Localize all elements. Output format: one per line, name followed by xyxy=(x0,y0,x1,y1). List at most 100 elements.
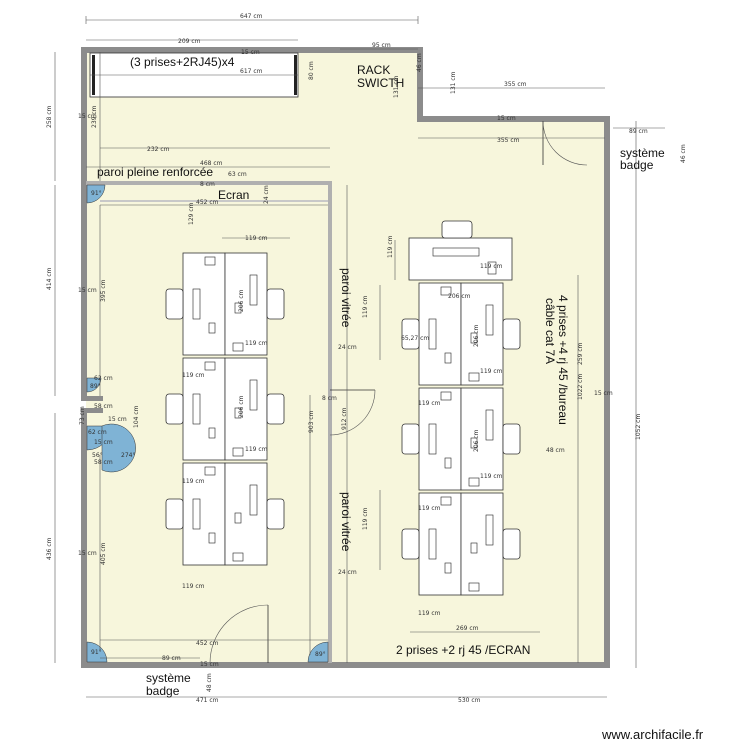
keyboard xyxy=(428,318,437,350)
desk-cluster-left xyxy=(165,252,285,566)
dim-15d: 15 cm xyxy=(78,287,97,294)
door-top-right[interactable] xyxy=(542,120,588,166)
desk xyxy=(418,387,462,491)
mouse xyxy=(444,352,452,364)
dim-206d: 206 cm xyxy=(473,324,480,347)
mouse xyxy=(234,302,242,314)
phone xyxy=(440,391,452,401)
label-badge-bottom-2: badge xyxy=(146,684,180,698)
dim-15c: 15 cm xyxy=(78,113,97,120)
chair xyxy=(502,318,521,350)
desk xyxy=(182,252,226,356)
dim-209: 209 cm xyxy=(178,38,201,45)
dim-15h: 15 cm xyxy=(78,550,97,557)
dim-129: 129 cm xyxy=(188,202,195,225)
dim-89b: 89 cm xyxy=(162,655,181,662)
dim-73: 73 cm xyxy=(79,406,86,425)
label-paroi-pleine: paroi pleine renforcée xyxy=(97,165,213,179)
dim-452a: 452 cm xyxy=(196,199,219,206)
angle-89a: 89° xyxy=(90,383,101,390)
watermark[interactable]: www.archifacile.fr xyxy=(601,727,704,742)
phone xyxy=(232,447,244,457)
dim-405: 405 cm xyxy=(100,542,107,565)
dim-119c: 119 cm xyxy=(182,372,205,379)
dim-903: 903 cm xyxy=(308,410,315,433)
phone xyxy=(232,552,244,562)
mouse xyxy=(444,457,452,469)
phone xyxy=(440,286,452,296)
dim-436: 436 cm xyxy=(46,537,53,560)
dim-8b: 8 cm xyxy=(322,395,337,402)
dim-119a: 119 cm xyxy=(245,235,268,242)
keyboard xyxy=(249,274,258,306)
keyboard xyxy=(485,409,494,441)
dim-80: 80 cm xyxy=(308,61,315,80)
desk xyxy=(224,357,268,461)
screen-desk xyxy=(408,220,513,281)
dim-617: 617 cm xyxy=(240,68,263,75)
dim-46a: 46 cm xyxy=(416,53,423,72)
chair xyxy=(266,498,285,530)
keyboard xyxy=(192,498,201,530)
dim-259: 259 cm xyxy=(577,342,584,365)
keyboard xyxy=(192,288,201,320)
dim-15i: 15 cm xyxy=(200,661,219,668)
inner-walls xyxy=(86,181,332,663)
keyboard xyxy=(485,514,494,546)
dim-269: 269 cm xyxy=(456,625,479,632)
dim-119n: 119 cm xyxy=(362,507,369,530)
dim-119m: 119 cm xyxy=(362,295,369,318)
dim-119g: 119 cm xyxy=(182,583,205,590)
dim-104: 104 cm xyxy=(133,405,140,428)
dim-258: 258 cm xyxy=(46,105,53,128)
keyboard xyxy=(249,484,258,516)
angle-274: 274° xyxy=(121,452,135,459)
door-bottom-center[interactable] xyxy=(209,604,269,664)
keyboard xyxy=(249,379,258,411)
label-badge-top-1: système xyxy=(620,146,665,160)
door-glass-partition[interactable] xyxy=(329,389,376,436)
dimension-lines xyxy=(54,16,665,698)
phone xyxy=(468,477,480,487)
label-paroi-vitree-1: paroi vitrée xyxy=(339,268,353,328)
label-ecran: Ecran xyxy=(218,188,249,202)
chair xyxy=(165,288,184,320)
dim-131a: 131 cm xyxy=(393,75,400,98)
keyboard xyxy=(428,528,437,560)
label-rack: RACK xyxy=(357,63,390,77)
chair xyxy=(401,423,420,455)
desk xyxy=(418,282,462,386)
chair xyxy=(165,393,184,425)
dim-206a: 206 cm xyxy=(448,293,471,300)
angle-91b: 91° xyxy=(91,649,102,656)
chair xyxy=(502,423,521,455)
dim-647: 647 cm xyxy=(240,13,263,20)
dim-452b: 452 cm xyxy=(196,640,219,647)
dim-95: 95 cm xyxy=(372,42,391,49)
mouse xyxy=(208,427,216,439)
desk xyxy=(418,492,462,596)
mouse xyxy=(234,407,242,419)
dim-355b: 355 cm xyxy=(497,137,520,144)
angle-56: 56° xyxy=(92,452,103,459)
chair xyxy=(266,288,285,320)
chair xyxy=(165,498,184,530)
dim-131b: 131 cm xyxy=(450,71,457,94)
dim-471: 471 cm xyxy=(196,697,219,704)
chair xyxy=(401,318,420,350)
dim-206e: 206 cm xyxy=(473,429,480,452)
dim-62a: 62 cm xyxy=(94,375,113,382)
dim-119f: 119 cm xyxy=(245,446,268,453)
dim-119h: 119 cm xyxy=(418,400,441,407)
phone xyxy=(204,466,216,476)
phone xyxy=(204,361,216,371)
label-switch: SWICTH xyxy=(357,76,404,90)
dim-530: 530 cm xyxy=(458,697,481,704)
dim-232: 232 cm xyxy=(147,146,170,153)
keyboard xyxy=(485,304,494,336)
dim-58a: 58 cm xyxy=(94,403,113,410)
mouse xyxy=(208,532,216,544)
dim-912: 912 cm xyxy=(341,407,348,430)
dimension-labels: 647 cm 209 cm 95 cm 15 cm 617 cm 80 cm 4… xyxy=(46,13,687,704)
mouse xyxy=(470,542,478,554)
